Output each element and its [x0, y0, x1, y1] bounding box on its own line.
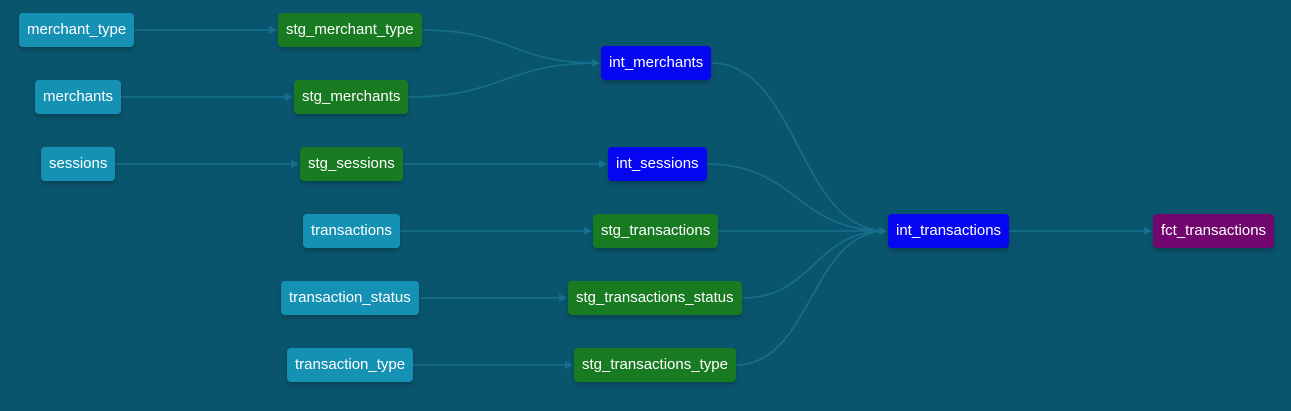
node-stg_sessions[interactable]: stg_sessions	[300, 147, 403, 181]
node-merchants[interactable]: merchants	[35, 80, 122, 114]
node-stg_transactions[interactable]: stg_transactions	[593, 214, 719, 248]
node-transaction_status[interactable]: transaction_status	[281, 281, 419, 315]
edge-int_sessions-to-int_transactions	[706, 163, 887, 235]
edge-stg_transactions_type-to-int_transactions	[735, 227, 887, 366]
edge-stg_merchants-to-int_merchants	[407, 59, 600, 98]
node-int_merchants[interactable]: int_merchants	[601, 46, 712, 80]
edge-stg_merchant_type-to-int_merchants	[421, 29, 600, 67]
node-sessions[interactable]: sessions	[41, 147, 116, 181]
node-int_transactions[interactable]: int_transactions	[888, 214, 1010, 248]
node-transaction_type[interactable]: transaction_type	[287, 348, 414, 382]
edge-stg_transactions_status-to-int_transactions	[741, 227, 887, 299]
node-transactions[interactable]: transactions	[303, 214, 400, 248]
node-stg_transactions_type[interactable]: stg_transactions_type	[574, 348, 736, 382]
node-int_sessions[interactable]: int_sessions	[608, 147, 707, 181]
node-stg_merchant_type[interactable]: stg_merchant_type	[278, 13, 422, 47]
node-fct_transactions[interactable]: fct_transactions	[1153, 214, 1275, 248]
node-stg_merchants[interactable]: stg_merchants	[294, 80, 409, 114]
edge-int_merchants-to-int_transactions	[710, 62, 887, 235]
node-stg_transactions_status[interactable]: stg_transactions_status	[568, 281, 742, 315]
node-merchant_type[interactable]: merchant_type	[19, 13, 135, 47]
